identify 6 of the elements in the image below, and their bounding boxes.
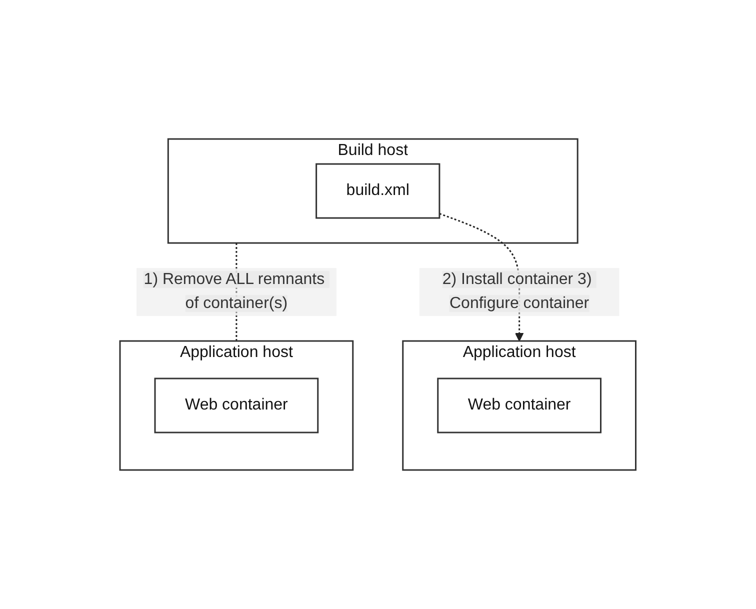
edge-label: 2) Install container 3) Configure container bbox=[442, 271, 592, 312]
node-box: build.xml bbox=[316, 163, 440, 219]
node-box: Web container bbox=[154, 378, 319, 434]
node-box: Web container bbox=[437, 378, 602, 434]
edge-label: 1) Remove ALL remnants of container(s) bbox=[144, 271, 325, 312]
arrow bbox=[439, 212, 524, 342]
